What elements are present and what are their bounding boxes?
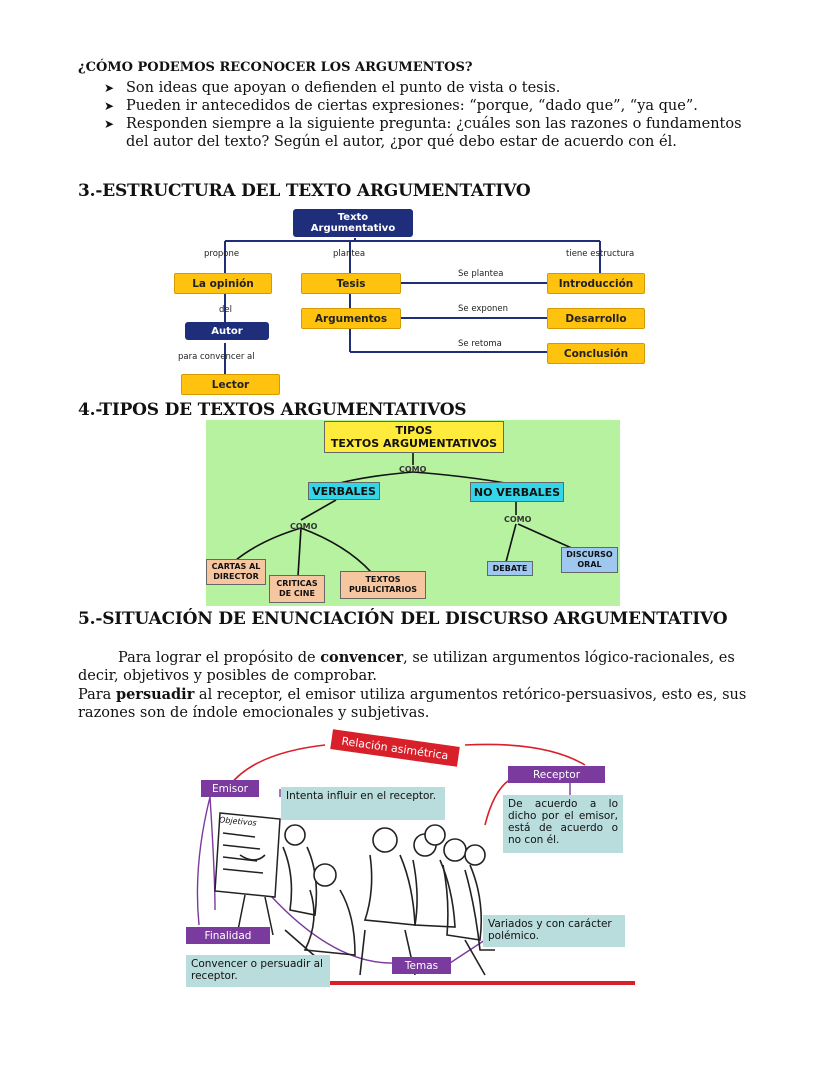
node-tipos-line2: TEXTOS ARGUMENTATIVOS [330, 437, 498, 450]
edge-label-del: del [219, 305, 232, 315]
node-textos-publicitarios: TEXTOS PUBLICITARIOS [340, 571, 426, 599]
node-cartas-al-director: CARTAS AL DIRECTOR [206, 559, 266, 585]
arrow-bullet-icon: ➤ [104, 99, 115, 113]
paragraph-persuadir: Para persuadir al receptor, el emisor ut… [78, 686, 768, 722]
edge-label-se-plantea: Se plantea [458, 269, 504, 279]
section-heading-estructura: 3.-ESTRUCTURA DEL TEXTO ARGUMENTATIVO [78, 181, 531, 201]
receptor-label: Receptor [508, 766, 605, 783]
list-item: ➤ Son ideas que apoyan o defienden el pun… [104, 79, 744, 97]
node-lector: Lector [181, 374, 280, 395]
temas-label: Temas [392, 957, 451, 974]
node-texto-argumentativo: Texto Argumentativo [293, 209, 413, 237]
node-argumentos: Argumentos [301, 308, 401, 329]
intenta-influir-note: Intenta influir en el receptor. [281, 787, 445, 820]
paragraph-text: al receptor, el emisor utiliza argumento… [78, 687, 747, 721]
edge-label-propone: propone [204, 249, 240, 259]
node-conclusion: Conclusión [547, 343, 645, 364]
bullet-text: Son ideas que apoyan o defienden el punt… [126, 80, 561, 96]
arrow-bullet-icon: ➤ [104, 81, 115, 95]
section-heading-argumentos: ¿CÓMO PODEMOS RECONOCER LOS ARGUMENTOS? [78, 60, 473, 75]
paragraph-text: Para [78, 687, 116, 703]
node-debate: DEBATE [487, 561, 533, 576]
node-desarrollo: Desarrollo [547, 308, 645, 329]
list-item: ➤ Responden siempre a la siguiente pregun… [104, 115, 744, 151]
paragraph-convencer: Para lograr el propósito de convencer, s… [78, 649, 768, 685]
section-heading-tipos: 4.-TIPOS DE TEXTOS ARGUMENTATIVOS [78, 400, 467, 420]
node-autor: Autor [185, 322, 269, 340]
paragraph-text: Para lograr el propósito de [118, 650, 321, 666]
emisor-label: Emisor [201, 780, 259, 797]
section-heading-situacion: 5.-SITUACIÓN DE ENUNCIACIÓN DEL DISCURSO… [78, 609, 728, 629]
connector-label-como: COMO [504, 515, 532, 524]
finalidad-label: Finalidad [186, 927, 270, 944]
paragraph-bold: persuadir [115, 686, 195, 703]
de-acuerdo-note: De acuerdo a lo dicho por el emisor, est… [503, 795, 623, 853]
node-criticas-de-cine: CRITICAS DE CINE [269, 575, 325, 603]
communication-illustration: Relación asimétrica Emisor Intenta influ… [185, 729, 640, 990]
bullet-text: Responden siempre a la siguiente pregunt… [126, 116, 742, 150]
edge-label-tiene-estructura: tiene estructura [566, 249, 635, 259]
structure-diagram-lines [224, 238, 601, 375]
variados-note: Variados y con carácter polémico. [483, 915, 625, 947]
paragraph-bold: convencer [320, 649, 404, 666]
edge-label-se-exponen: Se exponen [458, 304, 509, 314]
bullet-list: ➤ Son ideas que apoyan o defienden el pun… [104, 79, 744, 151]
edge-label-para-convencer: para convencer al [178, 352, 255, 362]
edge-label-plantea: plantea [333, 249, 366, 259]
node-no-verbales: NO VERBALES [470, 482, 564, 502]
node-tipos-line1: TIPOS [395, 424, 433, 437]
arrow-bullet-icon: ➤ [104, 117, 115, 131]
bullet-text: Pueden ir antecedidos de ciertas expresi… [126, 98, 698, 114]
node-tipos: TIPOS TEXTOS ARGUMENTATIVOS [324, 421, 504, 453]
connector-label-como: COMO [399, 465, 427, 474]
types-diagram: TIPOS TEXTOS ARGUMENTATIVOS COMO VERBALE… [206, 420, 620, 606]
node-verbales: VERBALES [308, 482, 380, 500]
node-introduccion: Introducción [547, 273, 645, 294]
node-discurso-oral: DISCURSO ORAL [561, 547, 618, 573]
illustration-drawing [196, 743, 635, 985]
connector-label-como: COMO [290, 522, 318, 531]
paragraph-text: , se utilizan argumentos lógico-racional… [78, 650, 735, 684]
list-item: ➤ Pueden ir antecedidos de ciertas expres… [104, 97, 744, 115]
convencer-note: Convencer o persuadir al receptor. [186, 955, 330, 987]
edge-label-se-retoma: Se retoma [458, 339, 502, 349]
node-tesis: Tesis [301, 273, 401, 294]
node-la-opinion: La opinión [174, 273, 272, 294]
